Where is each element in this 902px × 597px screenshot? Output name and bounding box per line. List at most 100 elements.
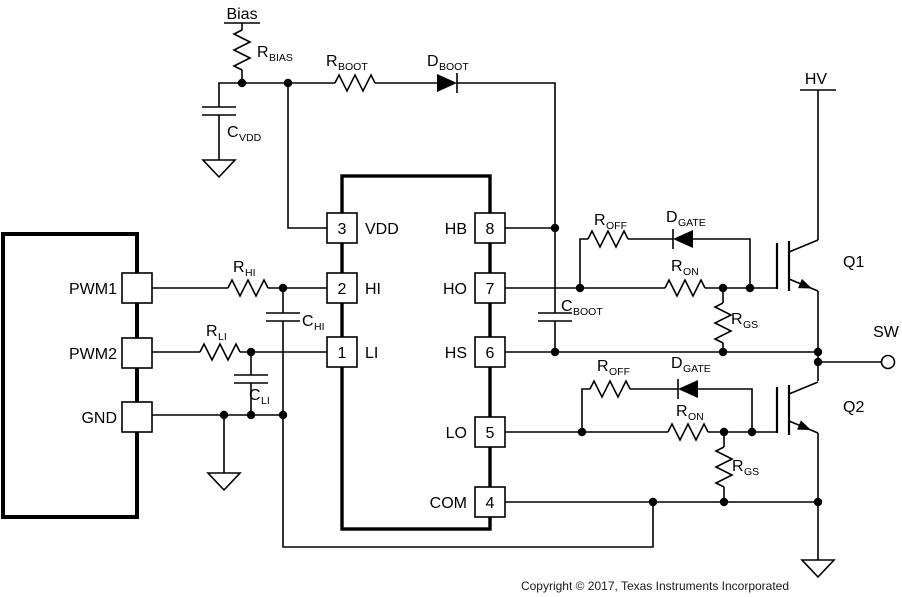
- rboot-label-sub: BOOT: [338, 61, 368, 73]
- resistor-zigzag: [713, 302, 733, 344]
- pin-1-number: 1: [338, 345, 347, 362]
- cli-label-main: C: [249, 387, 261, 404]
- roff-q1-label-main: R: [594, 212, 606, 229]
- rhi-label-main: R: [233, 259, 245, 276]
- pin-box-pwm1: [121, 272, 153, 304]
- junction-dot: [278, 410, 288, 420]
- copyright-notice: Copyright © 2017, Texas Instruments Inco…: [521, 579, 789, 593]
- resistor-roff-q1: [587, 229, 629, 249]
- pin-vdd-name: VDD: [365, 221, 399, 238]
- junction-dot: [813, 497, 823, 507]
- sw-terminal-circle: [880, 354, 896, 370]
- junction-dot: [745, 283, 755, 293]
- cboot-label-sub: BOOT: [573, 306, 603, 318]
- junction-dot: [718, 283, 728, 293]
- pin-li-name: LI: [365, 345, 378, 362]
- resistor-zigzag: [667, 422, 709, 442]
- controller-pin-pwm2: PWM2: [69, 337, 200, 369]
- resistor-zigzag: [199, 342, 241, 362]
- ron-q1-label-main: R: [671, 258, 683, 275]
- pin-ho-name: HO: [443, 281, 467, 298]
- ground-icon: [201, 159, 237, 179]
- rgs-q2-label-sub: GS: [744, 466, 759, 478]
- junction-dot: [237, 78, 247, 88]
- dgate-q1-label-sub: GATE: [678, 217, 706, 229]
- resistor-zigzag: [232, 29, 252, 71]
- controller-pin-gnd: GND: [81, 401, 283, 433]
- rgs-q2-label-main: R: [732, 458, 744, 475]
- junction-dot: [278, 283, 288, 293]
- ic-pin-com: 4 COM: [430, 486, 506, 518]
- resistor-zigzag: [334, 73, 376, 93]
- diode-dgate-q1: [673, 230, 693, 248]
- hv-terminal-label: HV: [805, 71, 828, 88]
- junction-dot: [747, 427, 757, 437]
- resistor-roff-q2: [589, 379, 631, 399]
- cvdd-label-sub: VDD: [239, 132, 262, 144]
- pin-com-name: COM: [430, 495, 467, 512]
- rli-label-sub: LI: [218, 331, 227, 343]
- junction-dot: [246, 410, 256, 420]
- q2-emitter-arrow: [797, 420, 811, 430]
- diode-triangle: [437, 74, 457, 92]
- pin-hi-name: HI: [365, 281, 381, 298]
- roff-q2-label-main: R: [597, 358, 609, 375]
- pin-8-number: 8: [486, 221, 495, 238]
- rgs-q1-label-main: R: [731, 311, 743, 328]
- resistor-ron-q2: R ON: [667, 403, 777, 442]
- resistor-rboot: R BOOT: [326, 53, 376, 93]
- junction-dot: [719, 427, 729, 437]
- rboot-label-main: R: [326, 53, 338, 70]
- pin-6-number: 6: [486, 345, 495, 362]
- pin-box-5: [474, 416, 506, 448]
- hv-terminal: HV: [800, 71, 836, 240]
- ic-pin-hi: 2 HI: [326, 272, 381, 304]
- pin-box-3: [326, 212, 358, 244]
- capacitor-cli: C LI: [234, 352, 270, 415]
- pin-box-gnd: [121, 401, 153, 433]
- rli-label-main: R: [206, 323, 218, 340]
- junction-dot: [813, 347, 823, 357]
- pin-3-number: 3: [338, 221, 347, 238]
- q1-collector-lead: [788, 239, 819, 253]
- pin-hb-name: HB: [445, 221, 467, 238]
- turnoff-branch-q1: R OFF D GATE: [579, 209, 751, 288]
- pin-box-2: [326, 272, 358, 304]
- q2-collector-lead: [788, 381, 819, 395]
- boot-to-hb-wire: [457, 82, 556, 229]
- pin-4-number: 4: [486, 495, 495, 512]
- rbias-label-sub: BIAS: [269, 52, 293, 64]
- junction-dot: [550, 347, 560, 357]
- dboot-label-main: D: [427, 53, 439, 70]
- ground-icon: [206, 472, 242, 492]
- capacitor-cvdd: C VDD: [201, 106, 262, 179]
- bias-terminal: Bias: [224, 6, 260, 30]
- pin-box-4: [474, 486, 506, 518]
- ic-pin-hb: 8 HB: [445, 212, 506, 244]
- junction-dot: [575, 283, 585, 293]
- junction-dot: [219, 410, 229, 420]
- capacitor-cboot: C BOOT: [538, 228, 603, 352]
- q1-label: Q1: [843, 254, 864, 271]
- diode-dgate-q2: [678, 380, 698, 398]
- ron-q2-label-main: R: [676, 403, 688, 420]
- diode-dboot: D BOOT: [427, 53, 469, 93]
- pin-box-7: [474, 272, 506, 304]
- pin-box-pwm2: [121, 337, 153, 369]
- chi-label-sub: HI: [314, 321, 325, 333]
- cli-label-sub: LI: [261, 395, 270, 407]
- ic-pin-lo: 5 LO: [446, 416, 506, 448]
- junction-dot: [246, 347, 256, 357]
- bias-rail-wire: [218, 82, 335, 107]
- pin-5-number: 5: [486, 425, 495, 442]
- dgate-q2-label-sub: GATE: [683, 363, 711, 375]
- q2-label: Q2: [843, 399, 864, 416]
- ron-q1-label-sub: ON: [683, 266, 699, 278]
- gnd-label: GND: [81, 410, 117, 427]
- q1-emitter-arrow: [798, 278, 812, 289]
- chi-label-main: C: [302, 313, 314, 330]
- turnoff-branch-q2: R OFF D GATE: [581, 355, 753, 432]
- controller-pin-pwm1: PWM1: [69, 272, 228, 304]
